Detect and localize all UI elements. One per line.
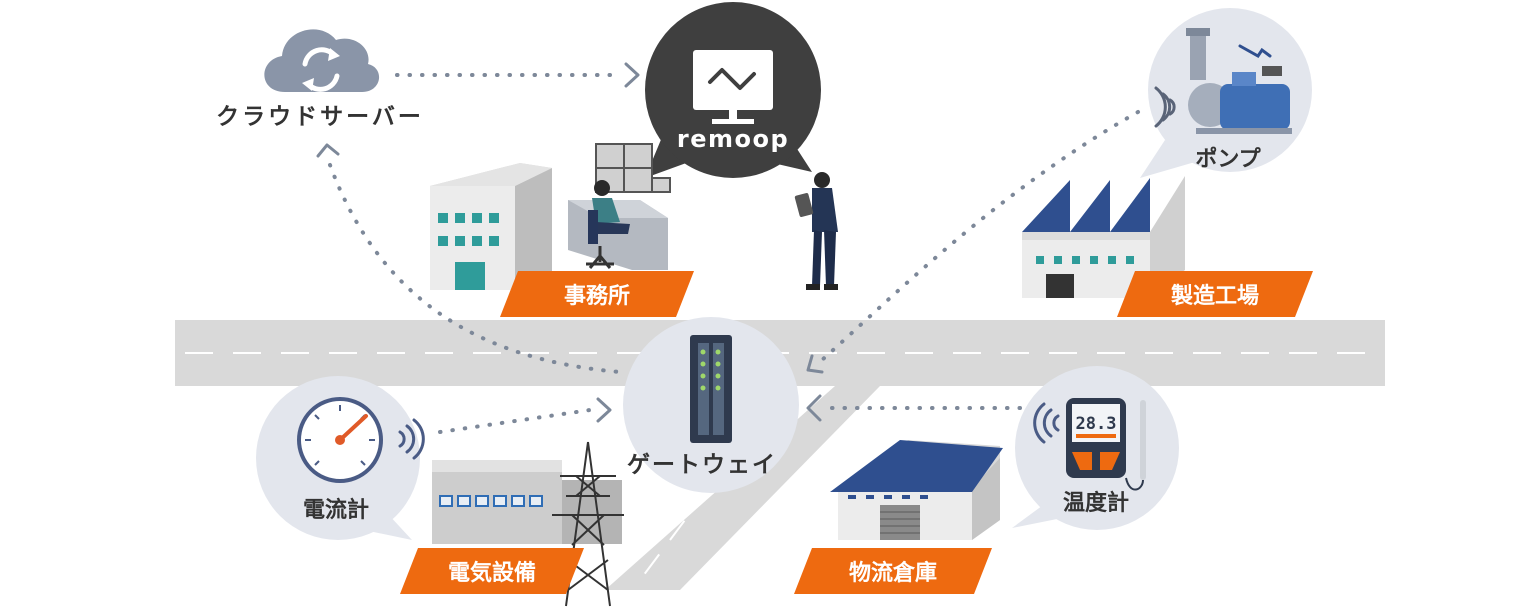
operator-desk (568, 143, 671, 270)
gateway-node: ゲートウェイ (623, 317, 799, 493)
wifi-signal-icon (1033, 402, 1060, 444)
electrical-label-tag: 電気設備 (400, 548, 584, 594)
cloud-server-label: クラウドサーバー (216, 104, 424, 130)
cloud-server-node: クラウドサーバー (216, 29, 424, 130)
monitor-icon (693, 50, 773, 124)
factory-building (1022, 176, 1185, 298)
office-label-tag: 事務所 (500, 271, 694, 317)
office-building (430, 163, 552, 290)
remoop-node: remoop (645, 2, 821, 178)
thermometer-node: 28.3 温度計 (1012, 366, 1179, 530)
factory-label: 製造工場 (1170, 283, 1259, 309)
pump-label: ポンプ (1195, 146, 1261, 172)
remoop-label: remoop (677, 125, 789, 153)
electrical-facility (432, 460, 622, 544)
power-meter-node: 電流計 (256, 376, 425, 540)
gauge-icon (297, 397, 383, 483)
warehouse-label: 物流倉庫 (849, 560, 937, 586)
temperature-reading: 28.3 (1076, 414, 1117, 434)
power-meter-label: 電流計 (303, 497, 369, 523)
wifi-signal-icon (398, 418, 425, 460)
warehouse-building (830, 440, 1003, 540)
thermometer-device-icon: 28.3 (1066, 398, 1146, 491)
pump-node: ポンプ (1140, 8, 1312, 178)
electrical-label: 電気設備 (448, 560, 536, 586)
connection-arrowheads (316, 62, 824, 423)
person-with-tablet (794, 172, 838, 290)
thermometer-label: 温度計 (1063, 490, 1129, 516)
gateway-device-icon (690, 335, 732, 443)
pump-icon (1186, 28, 1292, 134)
gateway-label: ゲートウェイ (627, 452, 777, 478)
factory-label-tag: 製造工場 (1117, 271, 1313, 317)
warehouse-label-tag: 物流倉庫 (794, 548, 992, 594)
connection-lines (328, 73, 1140, 434)
wifi-signal-icon (1154, 86, 1176, 128)
cloud-sync-icon (264, 29, 380, 92)
office-label: 事務所 (564, 283, 630, 309)
